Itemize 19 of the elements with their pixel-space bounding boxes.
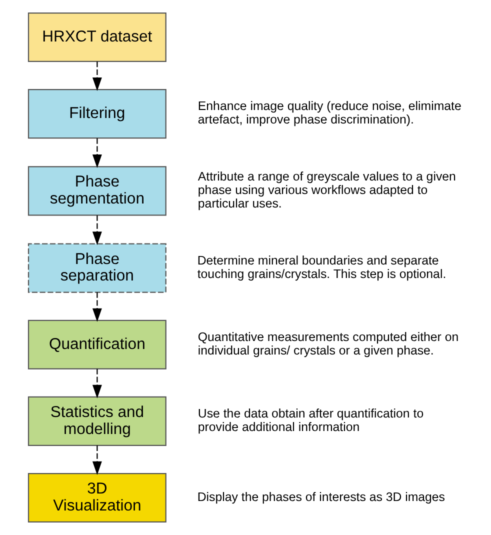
node-box: Filtering bbox=[28, 89, 166, 139]
node-box: Phase segmentation bbox=[28, 166, 166, 216]
node-box: 3D Visualization bbox=[28, 472, 166, 522]
node-label: Determine mineral boundaries and separate touching grains/crystals. This step is optional. bbox=[197, 253, 446, 281]
node-label: Enhance image quality (reduce noise, elimimate artefact, improve phase discrimination). bbox=[198, 99, 462, 127]
node-box: Statistics and modelling bbox=[28, 396, 166, 446]
node-label: Quantitative measurements computed either on individual grains/ crystals or a given phase. bbox=[198, 330, 459, 358]
arrow bbox=[92, 138, 102, 168]
node-label: Use the data obtain after quantification to provide additional information bbox=[198, 406, 424, 434]
arrow bbox=[92, 62, 102, 92]
node-box: Quantification bbox=[28, 320, 166, 370]
arrow bbox=[92, 292, 102, 322]
node-box: HRXCT dataset bbox=[28, 12, 166, 62]
arrow bbox=[92, 445, 102, 475]
node-box: Phase separation bbox=[28, 243, 166, 293]
arrow bbox=[92, 215, 102, 246]
node-label: Attribute a range of greyscale values to a given phase using various workflows adapted to particular uses. bbox=[198, 170, 456, 211]
node-label: Display the phases of interests as 3D images bbox=[197, 490, 445, 504]
arrow bbox=[92, 368, 102, 398]
